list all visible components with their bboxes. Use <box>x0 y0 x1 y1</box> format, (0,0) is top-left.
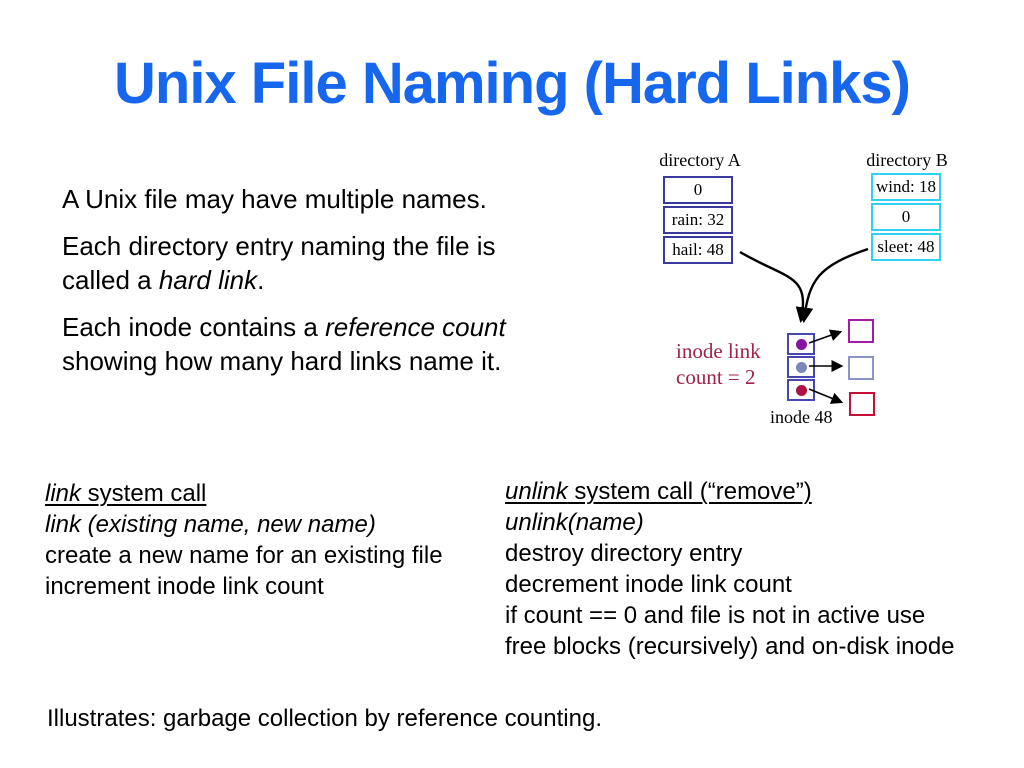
unlink-heading-rest: system call (“remove”) <box>567 478 812 505</box>
arrow-sleet-to-inode <box>797 247 869 324</box>
block-pointer-dot <box>795 338 807 350</box>
unlink-signature: unlink(name) <box>505 509 644 536</box>
inode-slot <box>787 379 815 401</box>
block-pointer-dot <box>795 361 807 373</box>
intro-p3-reference-count-term: reference count <box>325 312 506 342</box>
directory-b-entry: 0 <box>871 203 941 231</box>
unlink-desc-line3: if count == 0 and file is not in active … <box>505 602 926 629</box>
intro-paragraph-3: Each inode contains a reference count sh… <box>62 310 592 378</box>
intro-p2-line1: Each directory entry naming the file is <box>62 231 496 261</box>
intro-paragraph-2: Each directory entry naming the file is … <box>62 229 592 297</box>
inode-note-line1: inode link <box>676 339 761 363</box>
link-syscall-block: link system call link (existing name, ne… <box>45 478 443 602</box>
directory-b-label: directory B <box>866 150 948 170</box>
data-block <box>848 319 874 343</box>
inode-link-count-note: inode link count = 2 <box>676 338 761 390</box>
directory-b-entry: sleet: 48 <box>871 233 941 261</box>
unlink-heading-term: unlink <box>505 478 568 505</box>
link-syscall-heading: link system call <box>45 478 443 509</box>
intro-p3-line2: showing how many hard links name it. <box>62 346 502 376</box>
inode-block-stack <box>787 333 815 401</box>
directory-a-table: 0 rain: 32 hail: 48 <box>663 176 733 264</box>
link-desc-line2: increment inode link count <box>45 573 324 600</box>
link-desc-line1: create a new name for an existing file <box>45 542 443 569</box>
link-heading-rest: system call <box>81 480 207 507</box>
arrow-hail-to-inode <box>739 250 812 324</box>
unlink-syscall-heading: unlink system call (“remove”) <box>505 476 955 507</box>
directory-a-entry: rain: 32 <box>663 206 733 234</box>
unlink-syscall-block: unlink system call (“remove”) unlink(nam… <box>505 476 955 662</box>
inode-slot <box>787 356 815 378</box>
directory-a-entry: 0 <box>663 176 733 204</box>
intro-p2-line2a: called a <box>62 265 159 295</box>
unlink-desc-line1: destroy directory entry <box>505 540 743 567</box>
directory-a-label: directory A <box>659 150 741 170</box>
intro-p3-line1a: Each inode contains a <box>62 312 326 342</box>
unlink-desc-line2: decrement inode link count <box>505 571 792 598</box>
data-block <box>848 356 874 380</box>
intro-p2-hard-link-term: hard link <box>158 265 258 295</box>
inode-slot <box>787 333 815 355</box>
directory-a-entry: hail: 48 <box>663 236 733 264</box>
inode-number-label: inode 48 <box>770 407 833 427</box>
link-signature: link (existing name, new name) <box>45 511 376 538</box>
intro-p2-line2c: . <box>257 265 265 295</box>
data-block <box>849 392 875 416</box>
intro-text: A Unix file may have multiple names. Eac… <box>62 182 592 391</box>
directory-b-table: wind: 18 0 sleet: 48 <box>871 173 941 261</box>
block-pointer-dot <box>795 384 807 396</box>
inode-note-line2: count = 2 <box>676 365 756 389</box>
page-title: Unix File Naming (Hard Links) <box>114 51 911 116</box>
footer-note: Illustrates: garbage collection by refer… <box>47 705 602 732</box>
unlink-desc-line4: free blocks (recursively) and on-disk in… <box>505 633 955 660</box>
directory-b-entry: wind: 18 <box>871 173 941 201</box>
link-heading-term: link <box>45 480 82 507</box>
intro-paragraph-1: A Unix file may have multiple names. <box>62 184 487 214</box>
